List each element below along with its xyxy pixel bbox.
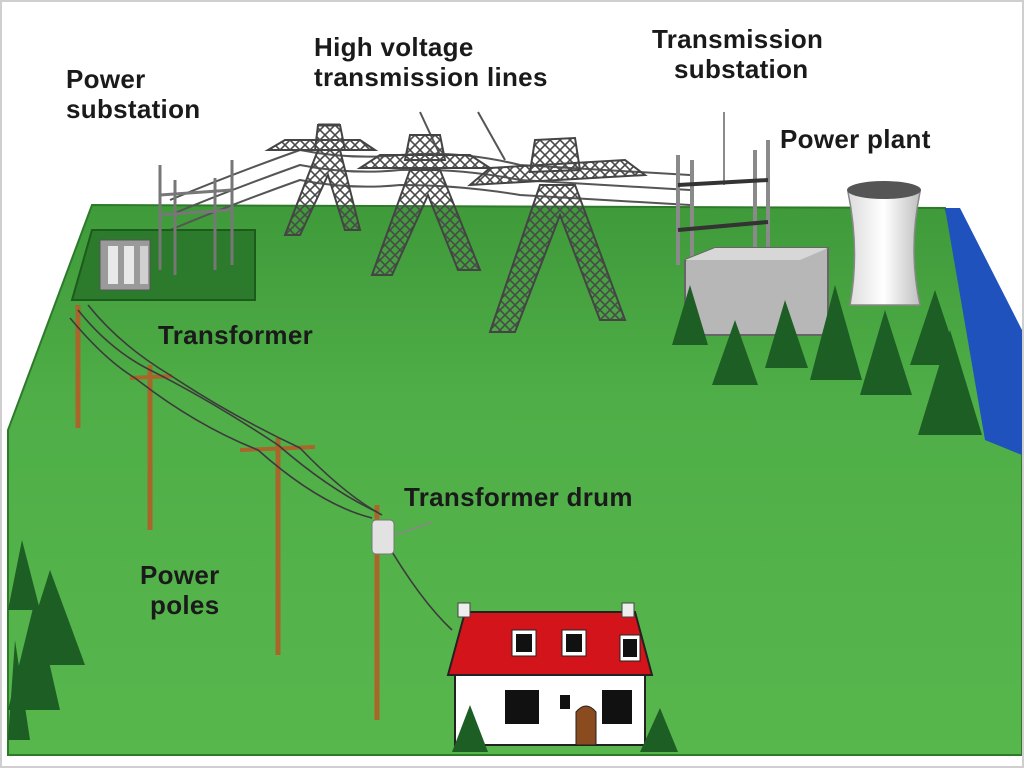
transmission-tower-icon [264,123,379,236]
transmission-substation [676,112,770,265]
transmission-tower-icon [467,136,648,333]
label-transmission-substation: Transmission substation [652,24,823,84]
cooling-tower-icon [847,181,921,306]
tree-icon [8,540,85,740]
label-line: substation [66,94,201,124]
house-icon [446,602,654,746]
tree-icon [452,705,678,752]
transmission-tower-icon [356,134,494,276]
distribution-lines [69,304,453,631]
tree-icon [672,285,982,435]
label-transformer-drum: Transformer drum [404,482,633,512]
transformer-drum [371,519,433,555]
river [945,208,1022,455]
label-transformer: Transformer [158,320,314,350]
label-line: Transmission [652,24,824,54]
power-substation [70,160,256,301]
label-line: poles [150,590,220,620]
label-line: Power [66,64,146,94]
power-plant-building [684,247,829,336]
label-power-poles: Power poles [140,560,220,620]
label-power-substation: Power substation [66,64,200,124]
label-line: Power [140,560,220,590]
label-power-plant: Power plant [780,124,931,154]
label-line: High voltage [314,32,474,62]
label-line: transmission lines [314,62,548,92]
label-high-voltage-lines: High voltage transmission lines [314,32,548,92]
label-line: substation [674,54,809,84]
